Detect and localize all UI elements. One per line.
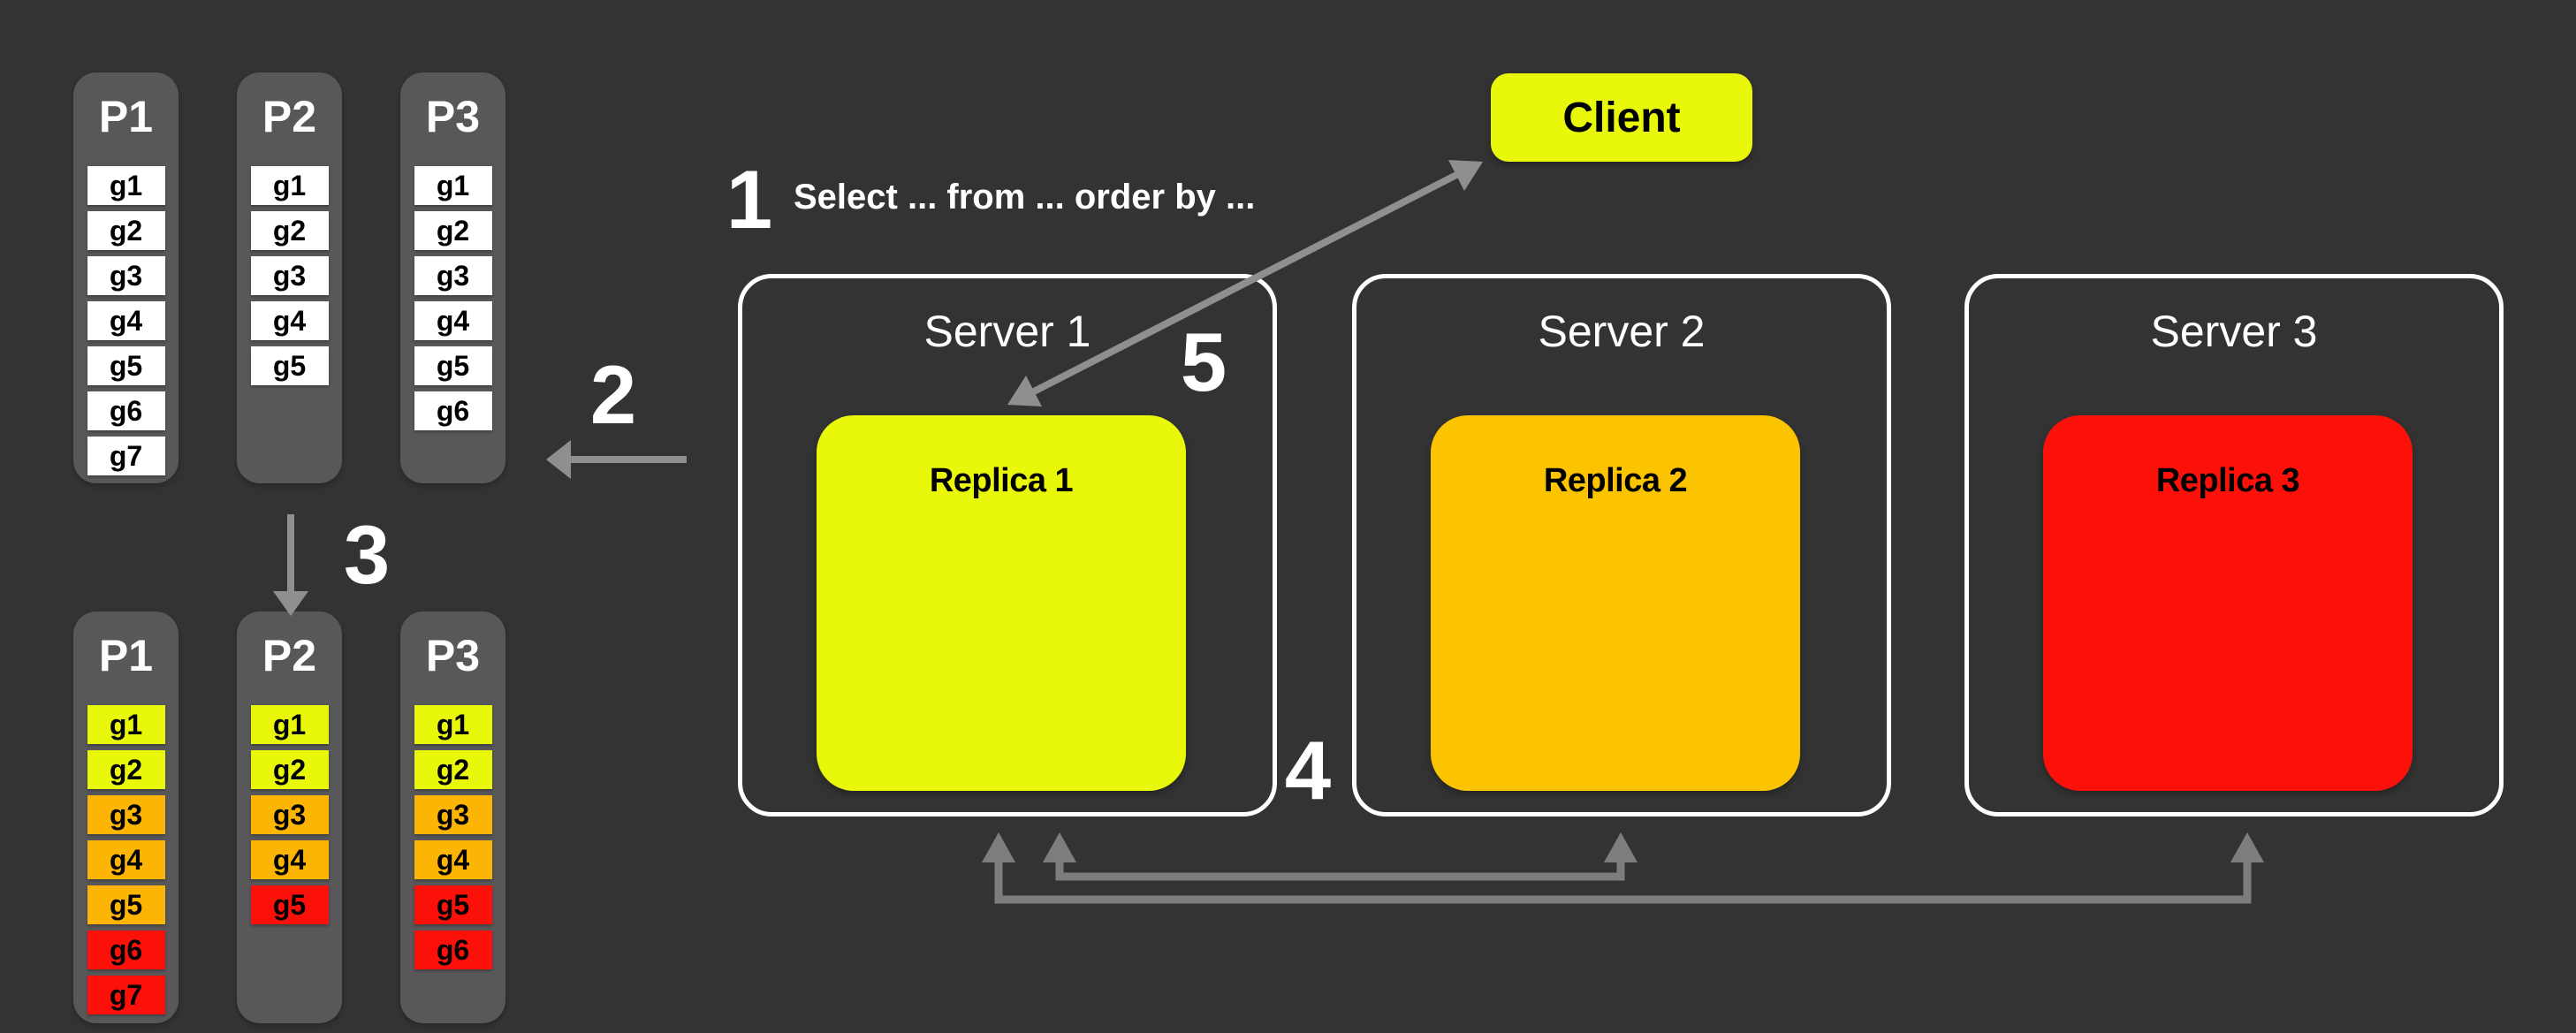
partition-label: P2	[262, 631, 317, 680]
replica-box-3: Replica 3	[2043, 415, 2413, 791]
partition-cell: g4	[414, 840, 492, 879]
partition-cell: g5	[414, 885, 492, 924]
partition-label: P3	[425, 92, 481, 141]
partition-cell: g4	[87, 840, 165, 879]
partition-label: P1	[98, 92, 154, 141]
partition-cell: g4	[87, 301, 165, 340]
partition-bottom-p3: P3 g1 g2 g3 g4 g5 g6	[400, 611, 505, 1023]
partition-label: P3	[425, 631, 481, 680]
up-arrowhead-icon	[1043, 832, 1076, 862]
step-3-number: 3	[343, 508, 391, 601]
partition-cell: g2	[87, 211, 165, 250]
partition-cells: g1 g2 g3 g4 g5	[237, 166, 342, 385]
partition-cell: g3	[414, 256, 492, 295]
partition-label: P1	[98, 631, 154, 680]
partition-cell: g4	[250, 840, 329, 879]
step-4-number: 4	[1284, 724, 1332, 817]
partition-cells: g1 g2 g3 g4 g5	[237, 705, 342, 924]
replica-box-2: Replica 2	[1431, 415, 1800, 791]
partition-cell: g5	[250, 346, 329, 385]
partition-cell: g1	[250, 166, 329, 205]
partition-cell: g2	[250, 750, 329, 789]
step-5-number: 5	[1180, 315, 1227, 408]
partition-cells: g1 g2 g3 g4 g5 g6 g7	[73, 166, 179, 475]
partition-cell: g1	[414, 705, 492, 744]
partition-cell: g3	[414, 795, 492, 834]
replication-connector-outer	[982, 832, 2264, 904]
partition-cell: g6	[414, 391, 492, 430]
replica-label: Replica 2	[1543, 462, 1688, 499]
partition-cell: g3	[87, 795, 165, 834]
client-box: Client	[1491, 73, 1752, 162]
server-box-2: Server 2 Replica 2	[1352, 274, 1891, 817]
partition-cell: g2	[87, 750, 165, 789]
partition-bottom-p2: P2 g1 g2 g3 g4 g5	[237, 611, 342, 1023]
up-arrowhead-icon	[2230, 832, 2264, 862]
partition-cells: g1 g2 g3 g4 g5 g6	[400, 705, 505, 969]
partition-top-p2: P2 g1 g2 g3 g4 g5	[237, 72, 342, 483]
partition-top-p1: P1 g1 g2 g3 g4 g5 g6 g7	[73, 72, 179, 483]
partition-cell: g7	[87, 437, 165, 475]
partition-cell: g5	[87, 346, 165, 385]
partition-cell: g2	[414, 211, 492, 250]
up-arrowhead-icon	[982, 832, 1015, 862]
step-2-number: 2	[589, 348, 637, 441]
partition-cell: g6	[414, 930, 492, 969]
partition-cell: g2	[250, 211, 329, 250]
partition-cell: g3	[250, 795, 329, 834]
fetch-arrow-step2	[546, 440, 687, 479]
partition-cell: g5	[87, 885, 165, 924]
replica-label: Replica 1	[929, 462, 1074, 499]
partition-cells: g1 g2 g3 g4 g5 g6	[400, 166, 505, 430]
partition-cell: g7	[87, 976, 165, 1014]
server-box-1: Server 1 Replica 1	[738, 274, 1277, 817]
up-arrowhead-icon	[1604, 832, 1638, 862]
partition-cells: g1 g2 g3 g4 g5 g6 g7	[73, 705, 179, 1014]
partition-bottom-p1: P1 g1 g2 g3 g4 g5 g6 g7	[73, 611, 179, 1023]
client-arrowhead-icon	[1448, 160, 1483, 191]
partition-cell: g1	[87, 166, 165, 205]
server-box-3: Server 3 Replica 3	[1964, 274, 2504, 817]
replica-label: Replica 3	[2155, 462, 2300, 499]
server-label: Server 2	[1538, 307, 1706, 356]
partition-cell: g3	[87, 256, 165, 295]
partition-cell: g6	[87, 391, 165, 430]
partition-label: P2	[262, 92, 317, 141]
replication-connector-inner	[1043, 832, 1638, 881]
left-arrowhead-icon	[546, 440, 571, 479]
partition-cell: g1	[414, 166, 492, 205]
partition-cell: g3	[250, 256, 329, 295]
query-text: Select ... from ... order by ...	[794, 178, 1256, 216]
replica-box-1: Replica 1	[817, 415, 1186, 791]
partition-cell: g1	[250, 705, 329, 744]
server-label: Server 3	[2150, 307, 2318, 356]
partition-top-p3: P3 g1 g2 g3 g4 g5 g6	[400, 72, 505, 483]
step-1-number: 1	[726, 153, 773, 246]
partition-cell: g1	[87, 705, 165, 744]
redistribute-arrow-step3	[273, 514, 308, 616]
partition-cell: g5	[250, 885, 329, 924]
partition-cell: g4	[414, 301, 492, 340]
partition-cell: g4	[250, 301, 329, 340]
partition-cell: g5	[414, 346, 492, 385]
partition-cell: g2	[414, 750, 492, 789]
partition-cell: g6	[87, 930, 165, 969]
